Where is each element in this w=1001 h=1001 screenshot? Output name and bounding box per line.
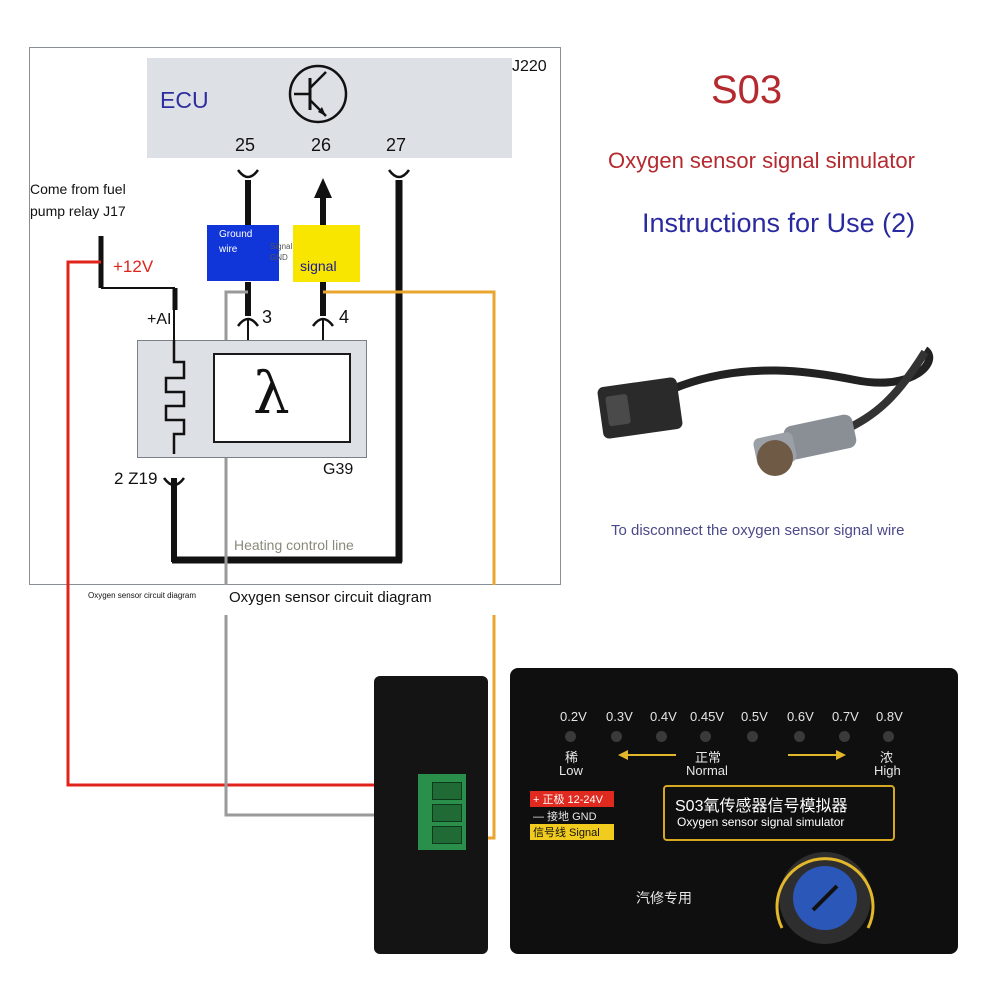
signal-gnd-small-label: Signal GND: [270, 242, 293, 262]
voltage-12v-label: +12V: [113, 257, 154, 276]
instructions-heading: Instructions for Use (2): [642, 208, 916, 238]
pin-25-label: 25: [235, 135, 256, 155]
low-label: Low: [559, 763, 583, 778]
scale-label-5: 0.6V: [787, 709, 814, 724]
legend-positive-label: + 正极 12-24V: [533, 794, 604, 806]
oxygen-sensor-image: [597, 346, 934, 476]
arrow-right-icon: [788, 750, 846, 760]
ecu-id-label: J220: [512, 58, 547, 75]
high-label: High: [874, 763, 901, 778]
lambda-symbol: λ: [253, 359, 290, 427]
terminal-slot-plus: [432, 782, 462, 800]
red-wire-12v: [66, 260, 434, 787]
scale-label-1: 0.3V: [606, 709, 633, 724]
pin-27-connector: [387, 169, 411, 179]
relay-note-line2: pump relay J17: [30, 203, 126, 219]
knob-range-arc: [775, 857, 875, 929]
caption-bar: [82, 585, 502, 615]
z19-connector: [162, 477, 186, 487]
device-title-plate: S03氧传感器信号模拟器 Oxygen sensor signal simula…: [663, 785, 895, 841]
g39-label: G39: [323, 461, 354, 478]
scale-label-6: 0.7V: [832, 709, 859, 724]
pin-4-label: 4: [339, 307, 350, 327]
ground-wire-tag-label: Ground wire: [219, 229, 253, 255]
ai-label: +AI: [147, 311, 172, 328]
ecu-label: ECU: [160, 87, 209, 113]
pin-27-label: 27: [386, 135, 407, 155]
scale-label-2: 0.4V: [650, 709, 677, 724]
terminal-connector: [418, 774, 466, 850]
high-label-cn: 浓: [880, 750, 894, 765]
legend-signal: 信号线 Signal: [530, 824, 614, 840]
indicator-led-4: [700, 731, 711, 742]
transistor-icon: [288, 64, 348, 124]
terminal-slot-gnd: [432, 804, 462, 822]
pin-3-connector: [236, 317, 260, 327]
photo-caption: To disconnect the oxygen sensor signal w…: [611, 522, 905, 539]
scale-label-3: 0.45V: [690, 709, 724, 724]
terminal-slot-signal: [432, 826, 462, 844]
scale-label-0: 0.2V: [560, 709, 587, 724]
pin-26-label: 26: [311, 135, 332, 155]
arrow-left-icon: [618, 750, 676, 760]
ecu-block: [147, 58, 512, 158]
product-name-subtitle: Oxygen sensor signal simulator: [608, 148, 915, 173]
device-plate-en: Oxygen sensor signal simulator: [677, 815, 845, 829]
z19-label: 2 Z19: [114, 469, 158, 488]
signal-wire-tag-label: signal: [300, 258, 337, 274]
ground-wire-tag: Ground wire: [207, 225, 279, 281]
product-code-title: S03: [711, 68, 783, 112]
indicator-led-7: [839, 731, 850, 742]
scale-label-7: 0.8V: [876, 709, 903, 724]
knob-slot-icon: [811, 884, 839, 912]
pin-3-label: 3: [262, 307, 273, 327]
normal-label-cn: 正常: [695, 750, 722, 765]
pin-25-connector: [236, 169, 260, 179]
device-plate-cn: S03氧传感器信号模拟器: [675, 798, 848, 815]
device-front-panel: [510, 668, 958, 954]
gray-wire-ground: [224, 290, 434, 817]
signal-wire-tag: signal: [293, 225, 360, 282]
indicator-led-8: [883, 731, 894, 742]
relay-note-line1: Come from fuel: [30, 181, 126, 197]
indicator-led-6: [794, 731, 805, 742]
legend-positive: + 正极 12-24V: [530, 791, 614, 807]
scale-label-4: 0.5V: [741, 709, 768, 724]
pin-4-connector: [311, 317, 335, 327]
normal-label: Normal: [686, 763, 728, 778]
indicator-led-3: [656, 731, 667, 742]
indicator-led-5: [747, 731, 758, 742]
indicator-led-1: [565, 731, 576, 742]
indicator-led-2: [611, 731, 622, 742]
heating-control-label: Heating control line: [234, 537, 354, 553]
repair-use-label: 汽修专用: [636, 890, 692, 906]
diagram-caption: Oxygen sensor circuit diagram: [229, 589, 432, 606]
legend-ground-label: — 接地 GND: [533, 811, 597, 823]
low-label-cn: 稀: [565, 750, 579, 765]
legend-signal-label: 信号线 Signal: [533, 827, 600, 839]
signal-arrow-icon: [314, 178, 332, 198]
lambda-sensor-box: λ: [213, 353, 351, 443]
diagram-caption-small: Oxygen sensor circuit diagram: [88, 591, 197, 600]
